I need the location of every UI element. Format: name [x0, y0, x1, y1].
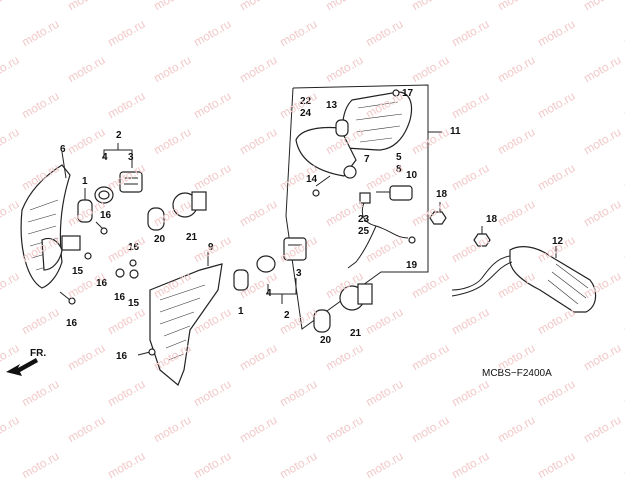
part-label-16: 16: [114, 292, 126, 303]
part-label-4: 4: [266, 288, 272, 299]
part-label-13: 13: [326, 100, 338, 111]
nut-18b: [473, 233, 491, 247]
part-label-8: 8: [396, 164, 402, 175]
rear-turn-signal-housing: [149, 252, 223, 386]
socket-bracket: [61, 235, 81, 251]
part-label-16: 16: [96, 278, 108, 289]
part-label-3: 3: [128, 152, 134, 163]
screw-16b: [129, 259, 137, 267]
part-label-20: 20: [320, 335, 332, 346]
part-label-16: 16: [128, 242, 140, 253]
bulb-left: [77, 188, 93, 223]
part-label-19: 19: [406, 260, 418, 271]
part-label-14: 14: [306, 174, 318, 185]
nut-15: [115, 268, 125, 278]
socket-upper: [172, 191, 207, 218]
part-label-4: 4: [102, 152, 108, 163]
part-label-1: 1: [238, 306, 244, 317]
part-label-11: 11: [450, 126, 461, 137]
part-label-16: 16: [100, 210, 112, 221]
part-label-18: 18: [436, 189, 448, 200]
socket-lower: [339, 283, 373, 311]
part-label-12: 12: [552, 236, 564, 247]
front-turn-signal-housing: [20, 151, 71, 289]
bulb-rear: [233, 269, 249, 291]
part-label-15: 15: [128, 298, 140, 309]
part-label-22: 22: [300, 96, 312, 107]
part-label-2: 2: [116, 130, 122, 141]
part-label-17: 17: [402, 88, 414, 99]
part-label-1: 1: [82, 176, 88, 187]
bulb-upper: [147, 207, 165, 231]
lead-wire-front: [347, 185, 413, 269]
fr-label: FR.: [30, 348, 46, 359]
turn-signal-lens: [342, 91, 413, 151]
part-label-15: 15: [72, 266, 84, 277]
part-label-20: 20: [154, 234, 166, 245]
part-label-24: 24: [300, 108, 312, 119]
diagram-code: MCBS−F2400A: [482, 368, 552, 379]
socket-rear: [283, 237, 307, 261]
reference-labels: 1122334456789101112131415151616161616161…: [60, 88, 564, 362]
socket-left: [119, 171, 143, 193]
screw-16e: [84, 252, 92, 260]
connector-23: [359, 192, 371, 204]
screw-16d: [59, 291, 76, 305]
part-label-23: 23: [358, 214, 370, 225]
part-label-6: 6: [60, 144, 66, 155]
part-label-25: 25: [358, 226, 370, 237]
part-label-5: 5: [396, 152, 402, 163]
part-label-21: 21: [186, 232, 198, 243]
part-label-16: 16: [116, 351, 128, 362]
rear-turn-signal-unit: [451, 246, 597, 313]
part-label-2: 2: [284, 310, 290, 321]
turn-signal-diagram: 1122334456789101112131415151616161616161…: [6, 84, 597, 386]
grommet-15: [129, 269, 139, 279]
part-label-16: 16: [66, 318, 78, 329]
part-label-18: 18: [486, 214, 498, 225]
part-label-3: 3: [296, 268, 302, 279]
part-label-7: 7: [364, 154, 370, 165]
screw-19: [408, 236, 416, 244]
nut-18a: [429, 211, 447, 225]
screw-14: [312, 189, 320, 197]
part-label-10: 10: [406, 170, 418, 181]
front-direction-arrow: [6, 358, 38, 376]
assembly-frame: [285, 84, 429, 330]
part-label-9: 9: [208, 242, 214, 253]
screw-16c: [137, 348, 156, 356]
screw-17: [392, 89, 400, 97]
seal-ring-rear: [256, 255, 276, 273]
part-label-21: 21: [350, 328, 362, 339]
bulb-socket-front: [343, 165, 357, 179]
screw-16a: [95, 221, 108, 235]
bulb-lower: [313, 309, 331, 333]
bulb-13: [335, 119, 349, 137]
